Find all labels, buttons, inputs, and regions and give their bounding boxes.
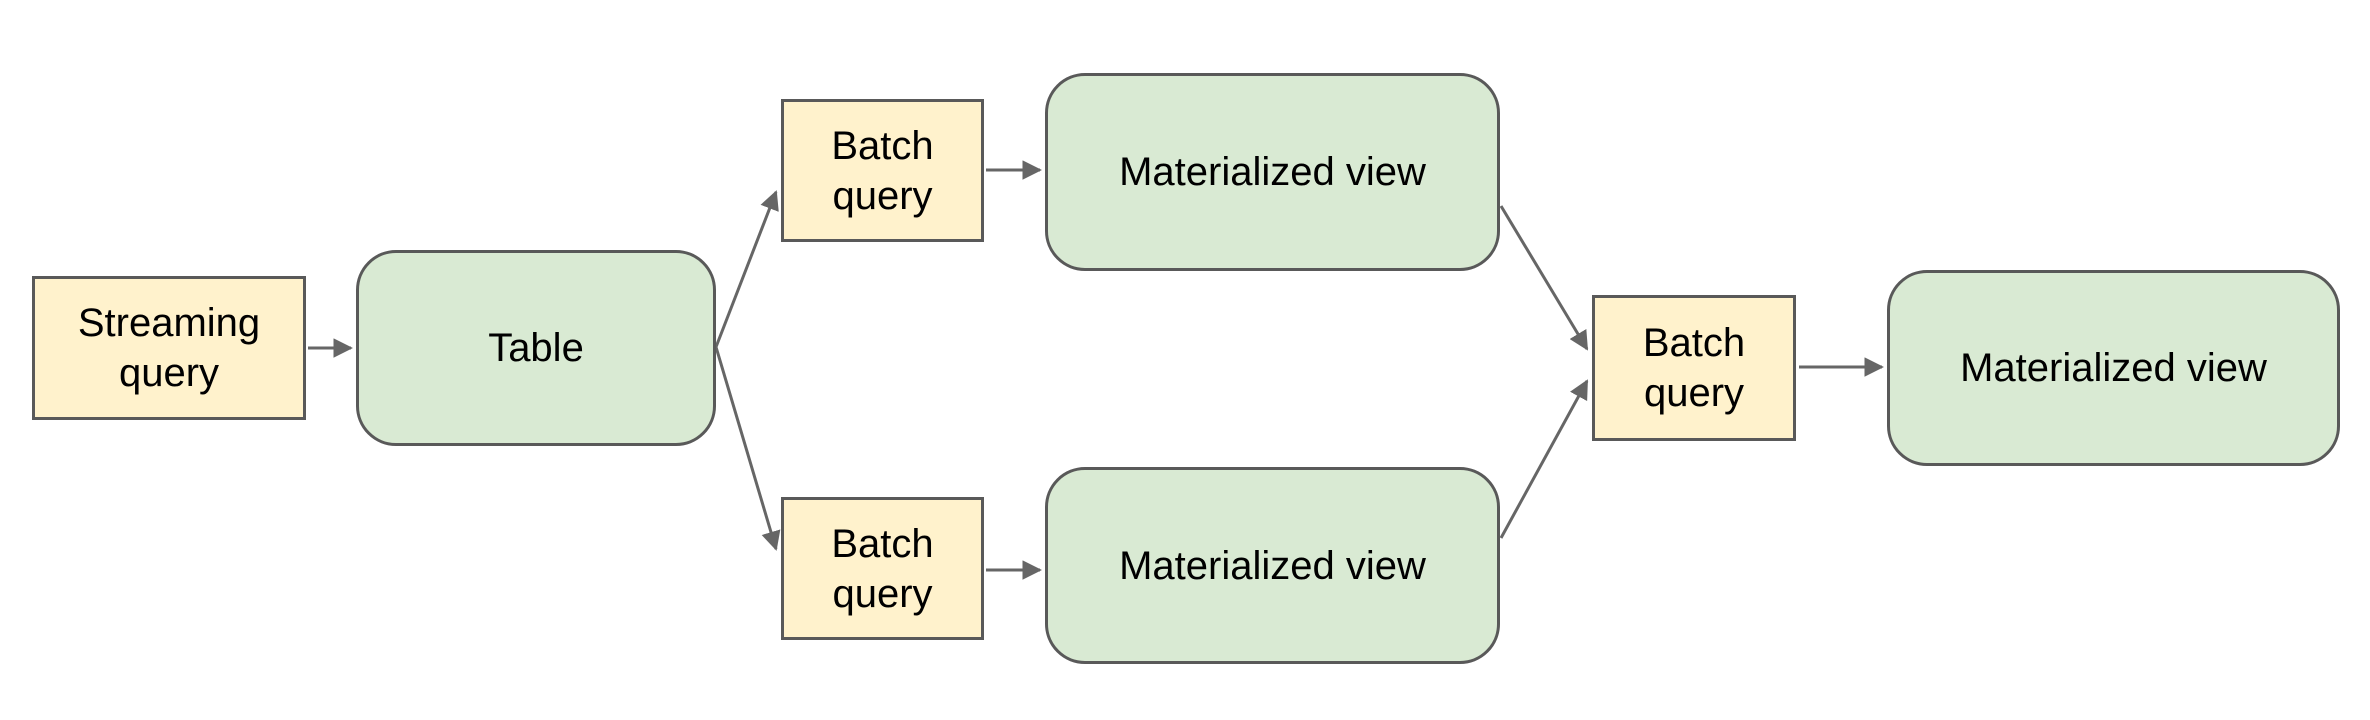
node-table-label: Table (488, 326, 584, 370)
node-table: Table (356, 250, 716, 446)
node-batch-query-right: Batch query (1592, 295, 1796, 441)
edge-table-to-batch-bottom-arrow (714, 346, 781, 551)
node-streaming-query-label: Streaming query (77, 301, 261, 395)
node-batch-query-top: Batch query (781, 99, 984, 242)
node-streaming-query: Streaming query (32, 276, 306, 420)
edge-mv-top-to-batch-right-arrow (1499, 205, 1589, 351)
node-materialized-view-final-label: Materialized view (1960, 346, 2267, 390)
edge-table-to-batch-top-arrow (714, 190, 779, 348)
node-materialized-view-bottom: Materialized view (1045, 467, 1500, 664)
node-batch-query-bottom: Batch query (781, 497, 984, 640)
node-materialized-view-bottom-label: Materialized view (1119, 543, 1426, 588)
node-batch-query-right-label: Batch query (1642, 321, 1746, 415)
node-materialized-view-final: Materialized view (1887, 270, 2340, 466)
edge-mv-bottom-to-batch-right-arrow (1499, 379, 1589, 539)
node-materialized-view-top: Materialized view (1045, 73, 1500, 271)
node-batch-query-bottom-label: Batch query (831, 521, 934, 616)
node-materialized-view-top-label: Materialized view (1119, 150, 1426, 194)
node-batch-query-top-label: Batch query (831, 123, 934, 218)
